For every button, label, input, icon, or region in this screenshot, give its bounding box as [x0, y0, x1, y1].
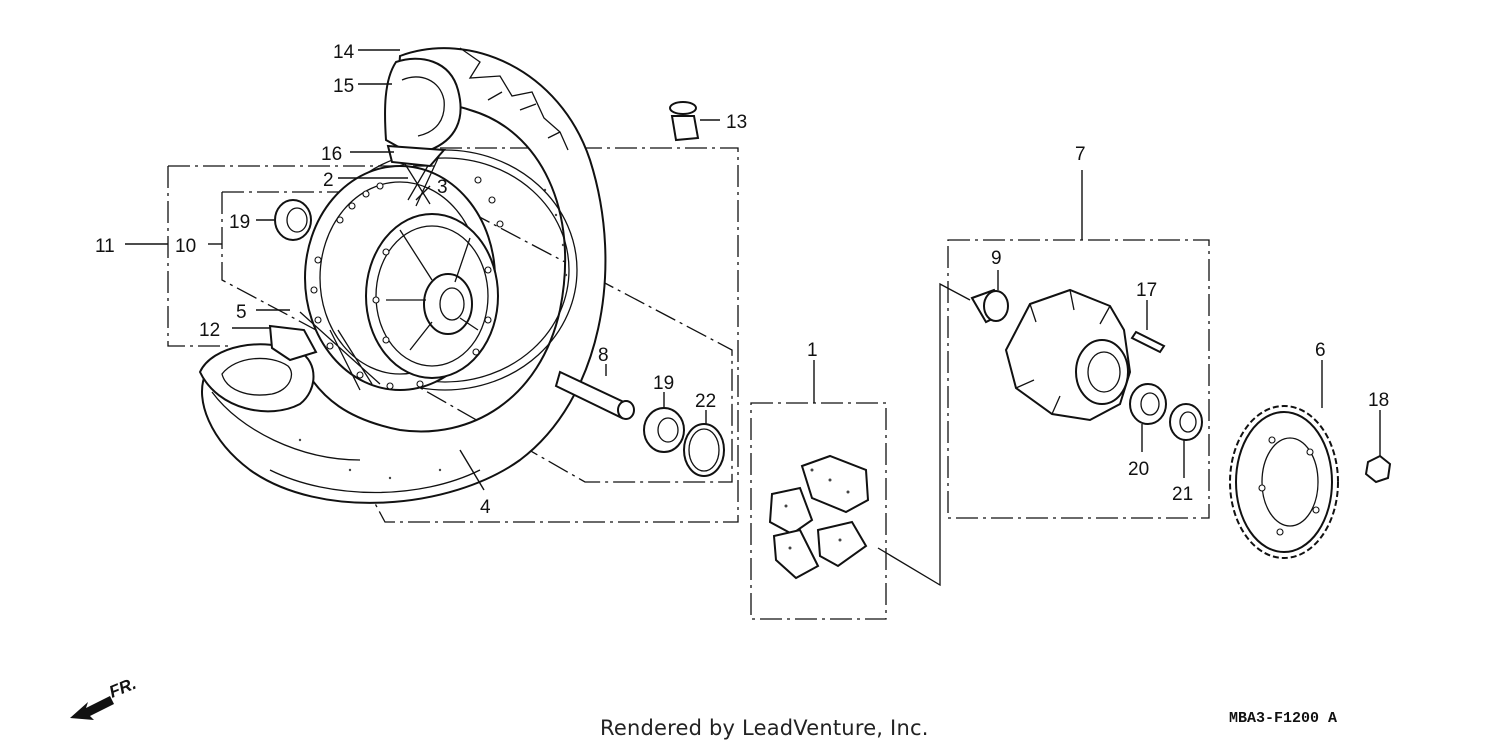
callout-3: 3 [437, 177, 448, 198]
callout-1: 1 [807, 340, 818, 361]
front-direction-label: FR. [106, 676, 139, 702]
callout-5: 5 [236, 302, 247, 323]
driven-flange [1004, 288, 1132, 422]
driven-sprocket [1229, 405, 1339, 559]
callout-16: 16 [321, 144, 342, 165]
callout-12: 12 [199, 320, 220, 341]
diagram-code: MBA3-F1200 A [1229, 710, 1338, 727]
callout-19-right: 19 [653, 373, 674, 394]
sprocket-nut [1364, 454, 1392, 484]
callout-22: 22 [695, 391, 716, 412]
flange-bearing [1129, 383, 1167, 425]
render-credit: Rendered by LeadVenture, Inc. [600, 716, 929, 740]
callout-7: 7 [1075, 144, 1086, 165]
bearing-right [643, 407, 685, 453]
callout-4: 4 [480, 497, 491, 518]
callout-20: 20 [1128, 459, 1149, 480]
dust-seal [1169, 403, 1203, 441]
disc-holes [310, 176, 504, 390]
leader-lines [125, 49, 1381, 491]
flange-collar [970, 288, 1009, 324]
rim-and-disc [304, 149, 578, 391]
callout-18: 18 [1368, 390, 1389, 411]
front-direction-arrow-icon: FR. [70, 676, 139, 720]
callout-17: 17 [1136, 280, 1157, 301]
callout-15: 15 [333, 76, 354, 97]
bearing-left [274, 199, 312, 241]
callout-11: 11 [95, 236, 115, 257]
spokes-valve [268, 144, 447, 391]
callout-14: 14 [333, 42, 355, 63]
valve-cap [669, 101, 700, 142]
callout-10: 10 [175, 236, 196, 257]
distance-collar [554, 370, 635, 420]
stud-bolt [1130, 330, 1166, 354]
callout-numbers: 14 15 13 16 2 3 7 19 11 10 9 17 5 12 1 6… [95, 42, 1389, 518]
o-ring [683, 423, 725, 477]
callout-21: 21 [1172, 484, 1193, 505]
callout-2: 2 [323, 170, 334, 191]
callout-8: 8 [598, 345, 609, 366]
damper-rubbers [768, 454, 870, 580]
callout-6: 6 [1315, 340, 1326, 361]
inner-tube [198, 57, 462, 413]
callout-13: 13 [726, 112, 747, 133]
callout-19-left: 19 [229, 212, 250, 233]
callout-9: 9 [991, 248, 1002, 269]
